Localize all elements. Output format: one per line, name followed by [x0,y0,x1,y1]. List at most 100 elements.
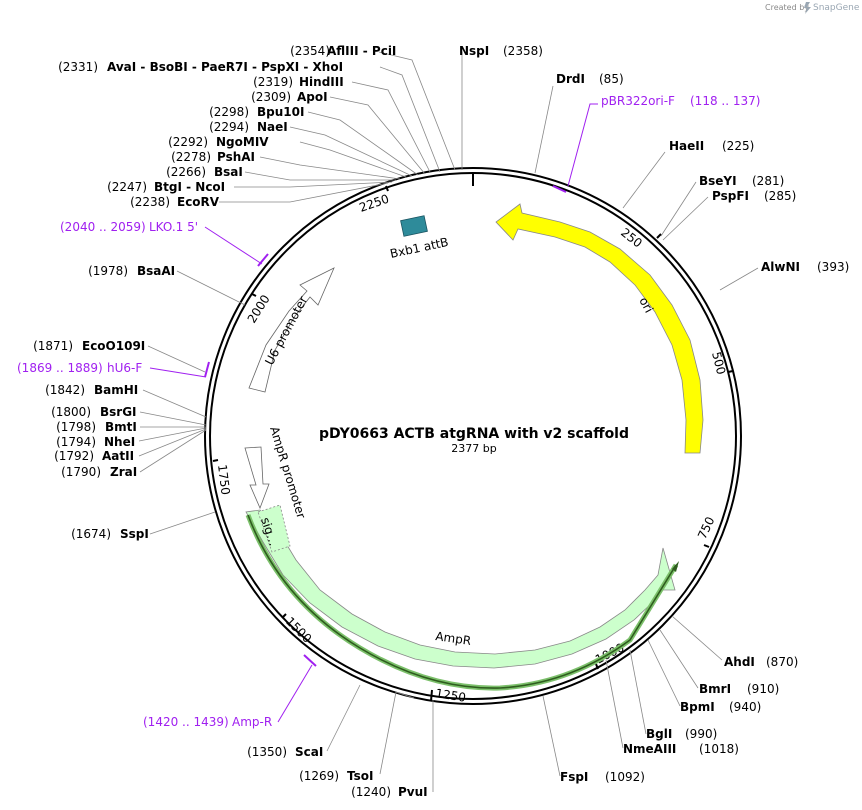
enzyme-name-pspFI[interactable]: PspFI [712,189,749,203]
enzyme-pos-btgI: (2247) [107,180,147,194]
enzyme-name-aflIII[interactable]: AflIII - PciI [327,44,396,58]
primer-hu6-f-marker [149,361,210,378]
credit-prefix: Created by [765,3,809,12]
tick-label-1250: 1250 [435,686,467,705]
enzyme-name-bpmI[interactable]: BpmI [680,700,715,714]
enzyme-name-ecoRV[interactable]: EcoRV [177,195,220,209]
feature-label-ori: ori [636,295,656,315]
enzyme-pos-pshAI: (2278) [171,150,211,164]
enzyme-name-alwNI[interactable]: AlwNI [761,260,800,274]
enzyme-name-nspI[interactable]: NspI [459,44,489,58]
enzyme-pos-hindIII: (2319) [253,75,293,89]
primer-range-hu6-f: (1869 .. 1889) [17,361,103,375]
enzyme-name-haeII[interactable]: HaeII [669,139,704,153]
enzyme-pos-bsaI: (2266) [166,165,206,179]
enzyme-name-avaI[interactable]: AvaI - BsoBI - PaeR7I - PspXI - XhoI [107,60,343,74]
enzyme-pos-zraI: (1790) [61,465,101,479]
enzyme-name-apoI[interactable]: ApoI [297,90,328,104]
enzyme-pos-drdI: (85) [599,72,624,86]
enzyme-pos-nmeAIII: (1018) [699,742,739,756]
primer-amp-r-marker [277,654,317,723]
enzyme-pos-aatII: (1792) [54,449,94,463]
enzyme-pos-bmtI: (1798) [56,420,96,434]
enzyme-name-nheI[interactable]: NheI [104,435,135,449]
enzyme-name-ecoO109I[interactable]: EcoO109I [82,339,145,353]
enzyme-pos-ecoRV: (2238) [130,195,170,209]
enzyme-name-nmeAIII[interactable]: NmeAIII [623,742,676,756]
enzyme-name-zraI[interactable]: ZraI [110,465,137,479]
enzyme-name-pvuI[interactable]: PvuI [398,785,428,799]
tick-500: 500 [709,350,734,376]
enzyme-name-bseYI[interactable]: BseYI [699,174,737,188]
primer-name-hu6-f[interactable]: hU6-F [107,361,142,375]
feature-label-ampr: AmpR [435,629,472,648]
enzyme-pos-avaI: (2331) [58,60,98,74]
enzyme-name-bamHI[interactable]: BamHI [94,383,138,397]
primer-range-amp-r: (1420 .. 1439) [143,715,229,729]
ampr-cds-line [247,514,677,689]
feature-label-bxb1-attb: Bxb1 attB [389,235,450,261]
enzyme-pos-nheI: (1794) [56,435,96,449]
feature-ori[interactable] [495,203,704,454]
enzyme-name-bpu10I[interactable]: Bpu10I [257,105,304,119]
enzyme-pos-bmrI: (910) [747,682,779,696]
enzyme-name-btgI[interactable]: BtgI - NcoI [154,180,225,194]
primer-name-lko1[interactable]: LKO.1 5' [149,220,198,234]
tick-1750: 1750 [212,459,233,496]
enzyme-name-bsaI[interactable]: BsaI [214,165,243,179]
feature-ampr[interactable] [245,509,676,669]
plasmid-title: pDY0663 ACTB atgRNA with v2 scaffold [319,426,629,442]
enzyme-name-drdI[interactable]: DrdI [556,72,585,86]
enzyme-name-fspI[interactable]: FspI [560,770,588,784]
enzyme-pos-bpmI: (940) [729,700,761,714]
enzyme-pos-ahdI: (870) [766,655,798,669]
feature-signal[interactable] [257,504,291,553]
feature-u6-promoter[interactable] [248,267,335,393]
enzyme-pos-aflIII: (2354) [290,44,330,58]
enzyme-pos-fspI: (1092) [605,770,645,784]
enzyme-leader-lines-left [138,51,456,792]
primer-name-pbr322ori-f[interactable]: pBR322ori-F [601,94,675,108]
ampr-cds-arrowhead-icon [672,561,679,572]
feature-ampr-promoter[interactable] [244,446,270,510]
enzyme-name-sspI[interactable]: SspI [120,527,149,541]
enzyme-name-ngoMIV[interactable]: NgoMIV [216,135,269,149]
enzyme-name-scaI[interactable]: ScaI [295,745,323,759]
credit-brand[interactable]: SnapGene [813,3,860,13]
enzyme-name-aatII[interactable]: AatII [102,449,134,463]
tick-label-750: 750 [695,515,717,542]
tick-1250: 1250 [430,686,467,705]
enzyme-leader-lines-right [461,52,759,777]
enzyme-name-ahdI[interactable]: AhdI [724,655,755,669]
enzyme-pos-pspFI: (285) [764,189,796,203]
tick-label-500: 500 [709,350,728,376]
enzyme-pos-ngoMIV: (2292) [168,135,208,149]
enzyme-pos-naeI: (2294) [209,120,249,134]
enzyme-pos-bglI: (990) [685,727,717,741]
enzyme-pos-ecoO109I: (1871) [33,339,73,353]
primer-name-amp-r[interactable]: Amp-R [232,715,272,729]
enzyme-name-bmrI[interactable]: BmrI [699,682,731,696]
feature-bxb1-attb[interactable] [400,215,428,237]
backbone-outer-ring [204,167,742,705]
primer-pbr322ori-f-marker [552,103,598,193]
primer-lko1-marker [204,226,269,267]
enzyme-name-bglI[interactable]: BglI [646,727,672,741]
tick-label-1750: 1750 [215,464,233,496]
primer-range-lko1: (2040 .. 2059) [60,220,146,234]
enzyme-name-pshAI[interactable]: PshAI [217,150,255,164]
enzyme-pos-bsaAI: (1978) [88,264,128,278]
enzyme-pos-sspI: (1674) [71,527,111,541]
enzyme-pos-pvuI: (1240) [351,785,391,799]
enzyme-name-bsaAI[interactable]: BsaAI [137,264,175,278]
enzyme-name-tsoI[interactable]: TsoI [347,769,373,783]
enzyme-name-bmtI[interactable]: BmtI [105,420,137,434]
tick-2250: 2250 [357,185,391,215]
primer-range-pbr322ori-f: (118 .. 137) [690,94,760,108]
enzyme-name-naeI[interactable]: NaeI [257,120,288,134]
enzyme-name-hindIII[interactable]: HindIII [299,75,344,89]
enzyme-name-bsrGI[interactable]: BsrGI [100,405,137,419]
tick-label-2250: 2250 [357,192,390,215]
